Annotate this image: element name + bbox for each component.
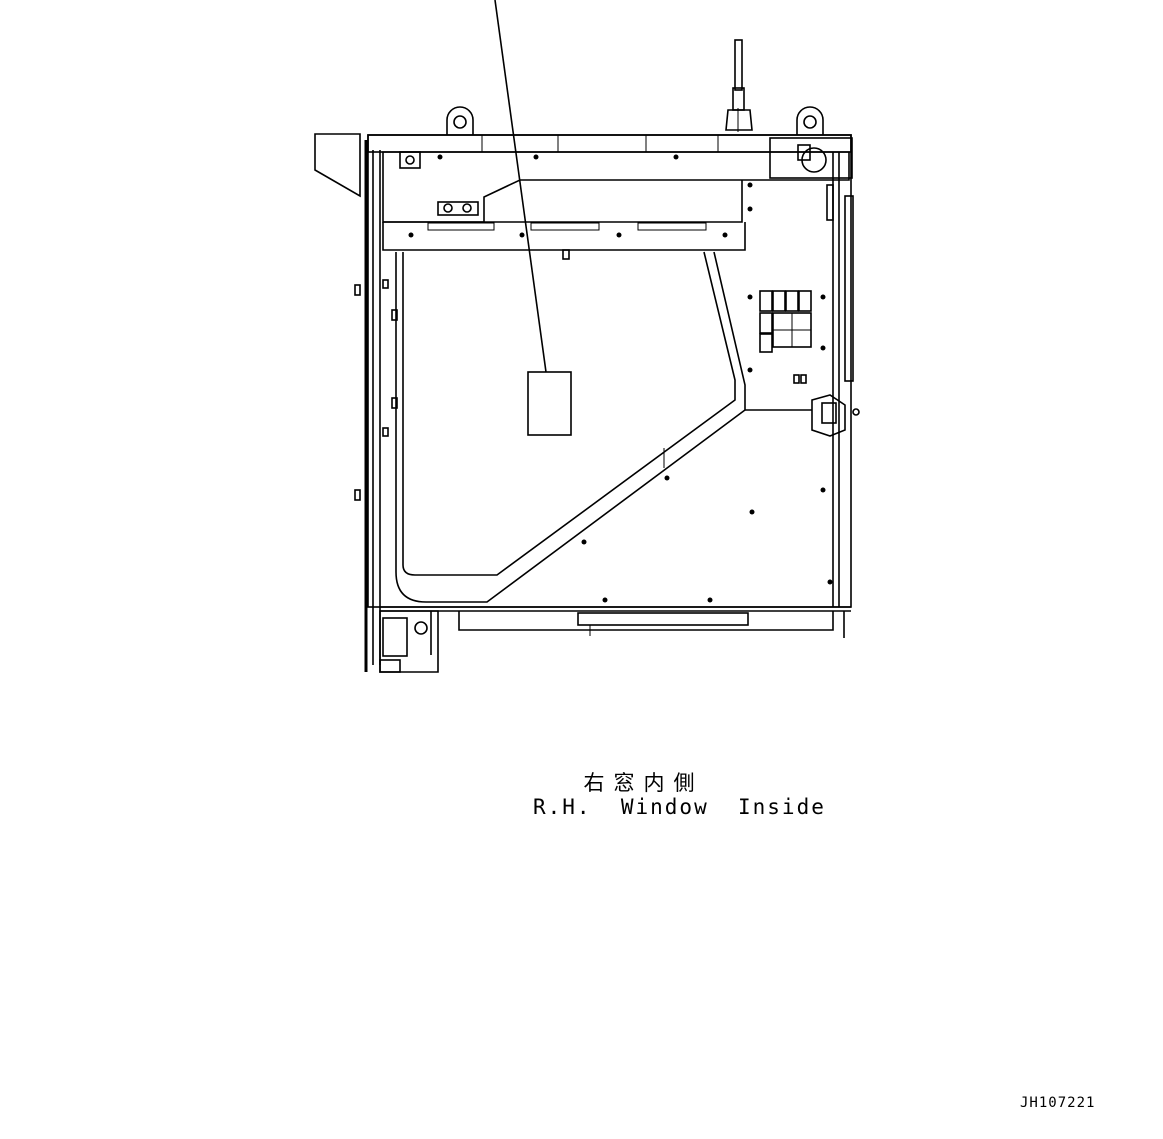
- caption-english: R.H. Window Inside: [533, 795, 826, 819]
- fuse-block: [759, 290, 812, 384]
- bottom-sill: [380, 606, 851, 638]
- leader-line: [494, 0, 547, 373]
- drawing-number: JH107221: [1020, 1095, 1096, 1111]
- right-lifting-eye: [796, 106, 824, 135]
- window-inner-outline: [395, 251, 746, 603]
- upper-panel: [382, 151, 850, 260]
- cab-outline: [367, 134, 852, 608]
- left-wedge: [314, 133, 361, 198]
- bolt-dots: [408, 154, 833, 603]
- left-lifting-eye: [446, 106, 474, 135]
- lower-left-fitting: [379, 610, 439, 673]
- left-hinges: [354, 279, 398, 501]
- door-latch: [811, 394, 860, 437]
- label-location-box: [527, 371, 572, 436]
- caption-japanese: 右窓内側: [583, 771, 704, 795]
- antenna: [725, 39, 753, 132]
- right-frame: [745, 137, 854, 607]
